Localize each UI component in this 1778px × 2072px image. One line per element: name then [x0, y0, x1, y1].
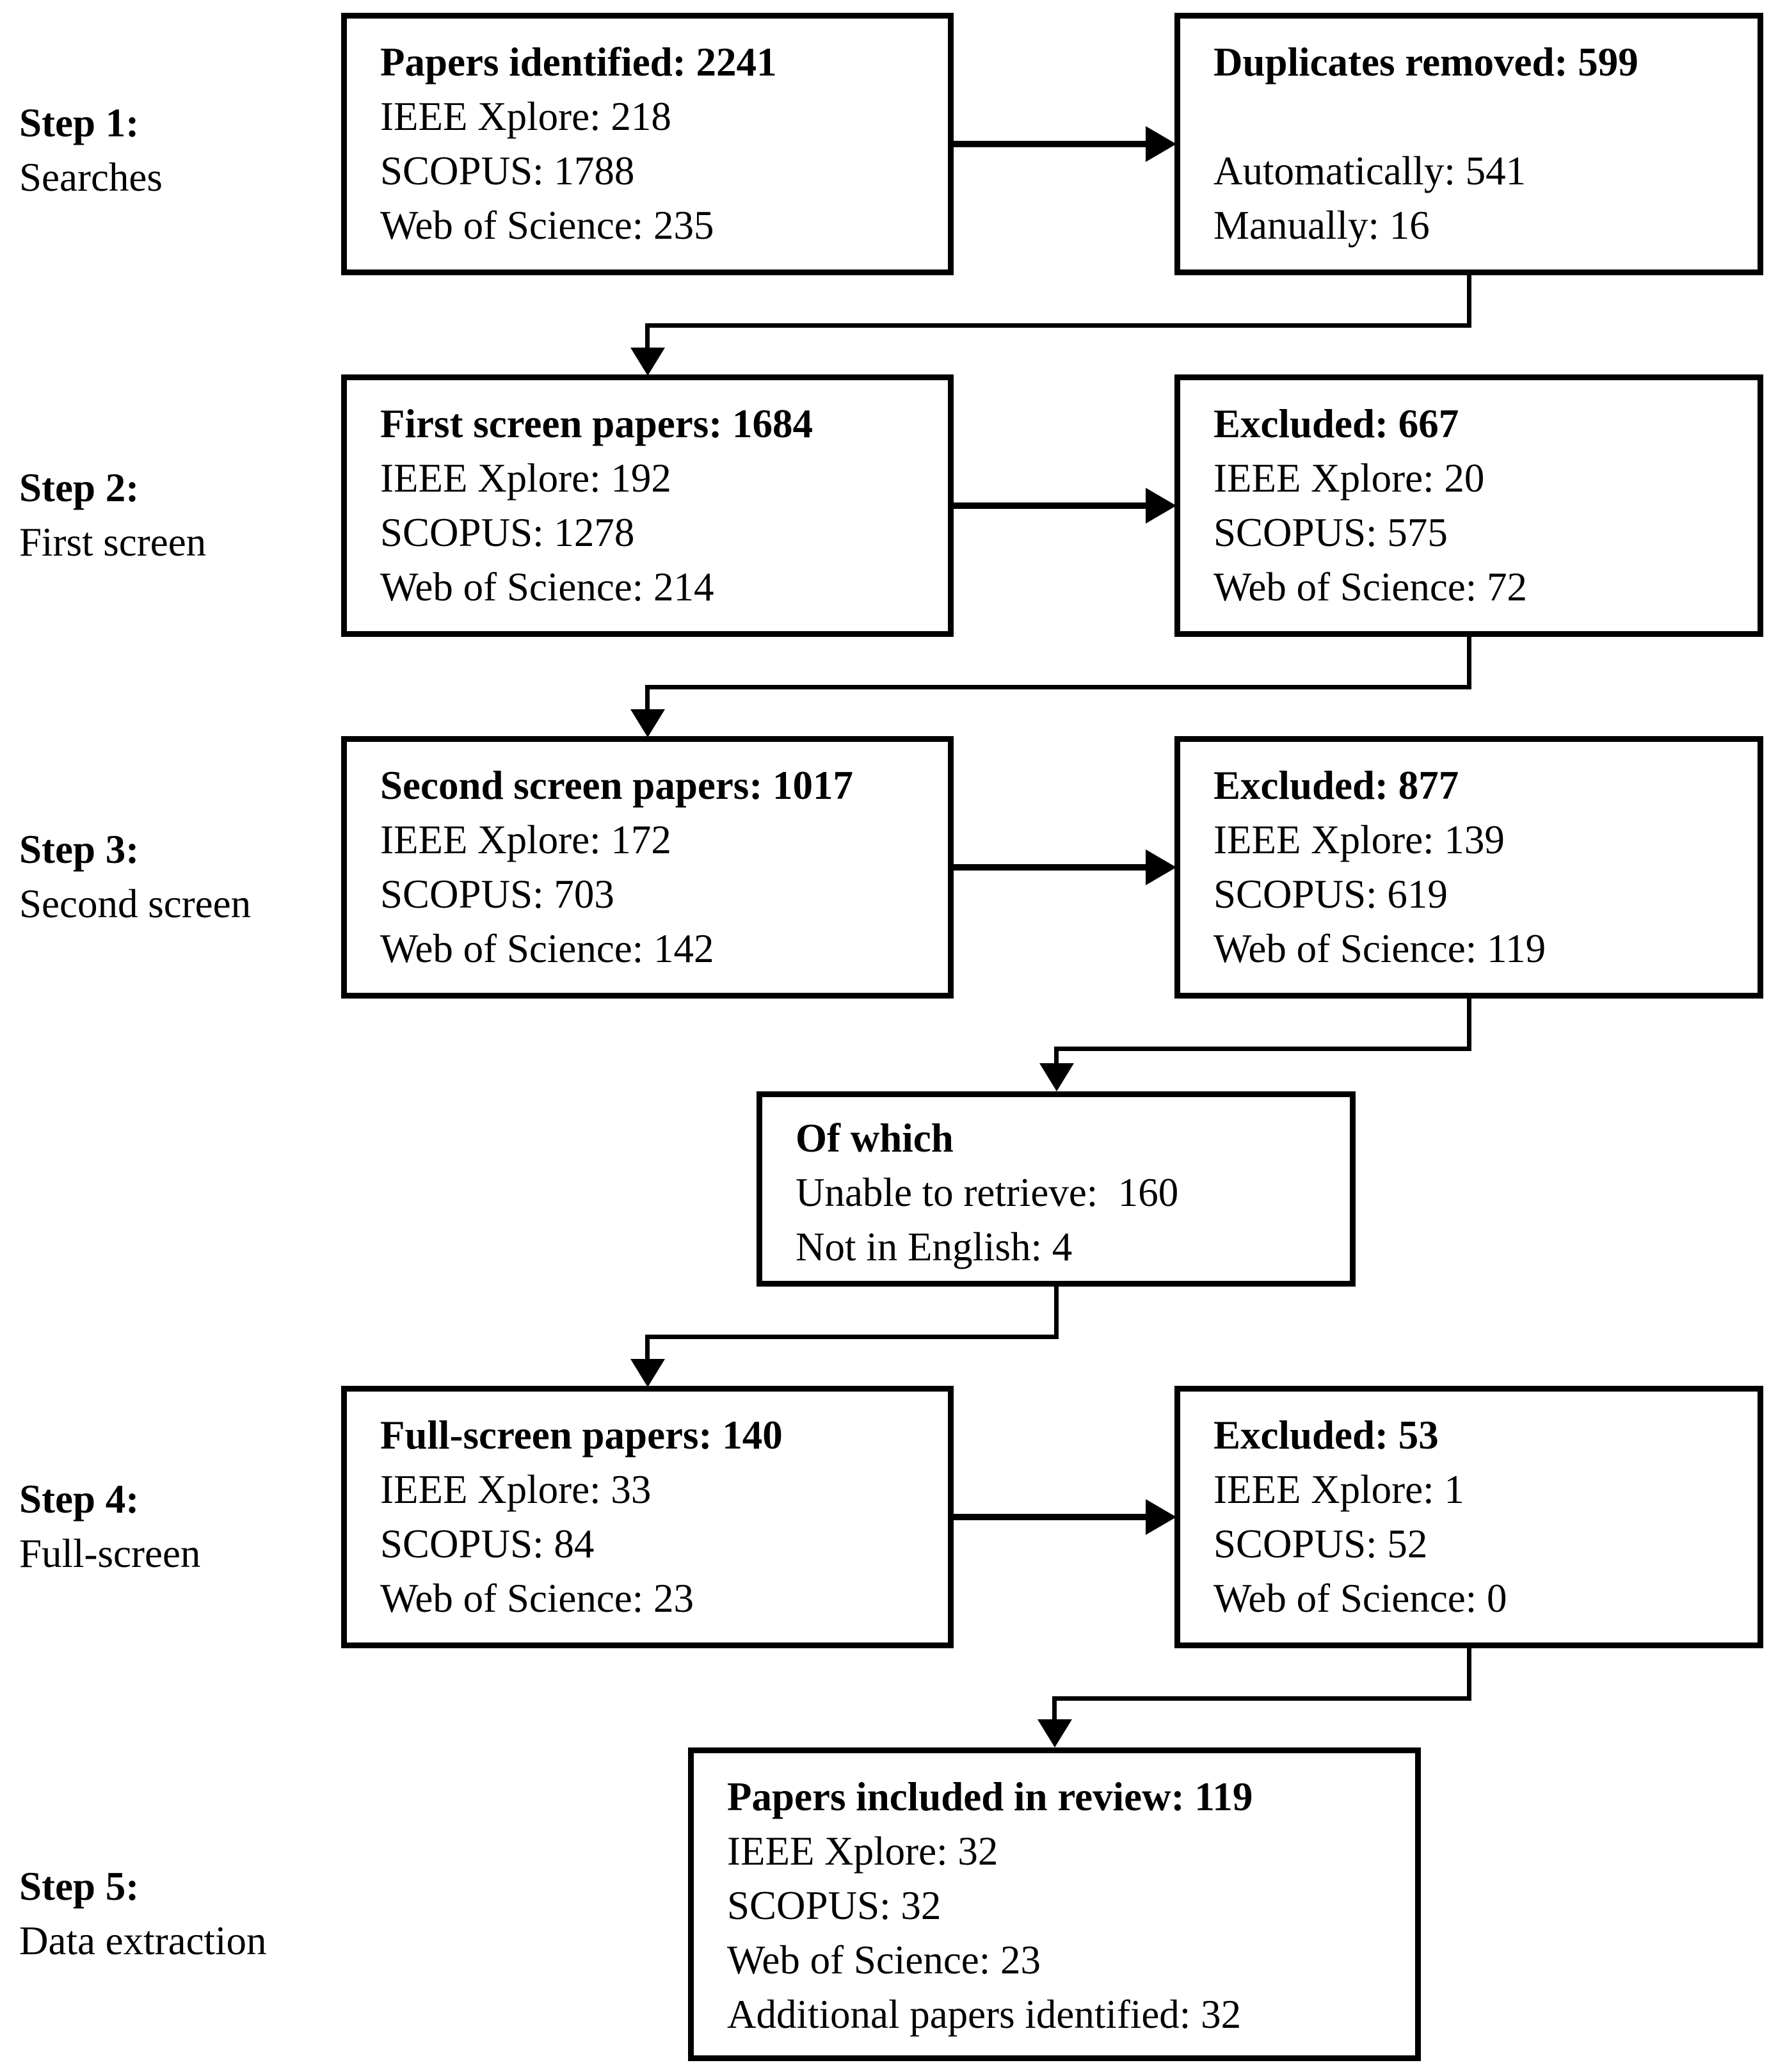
connector-excluded667-down-line — [1467, 637, 1471, 689]
box-item: SCOPUS: 84 — [380, 1522, 595, 1566]
box-second-screen: Second screen papers: 1017 IEEE Xplore: … — [341, 736, 954, 999]
connector-ofwhich-across-line — [645, 1335, 1059, 1339]
box-item: Web of Science: 119 — [1213, 926, 1546, 971]
box-item: IEEE Xplore: 20 — [1213, 456, 1485, 501]
box-item: SCOPUS: 32 — [727, 1883, 941, 1928]
arrowhead-down-icon — [630, 348, 665, 376]
box-item: Web of Science: 23 — [380, 1576, 694, 1621]
step-subtitle: Full-screen — [19, 1531, 201, 1576]
connector-ofwhich-entry-line — [645, 1339, 650, 1360]
step-title: Step 1: — [19, 100, 140, 145]
box-item: IEEE Xplore: 218 — [380, 94, 671, 139]
connector-excluded877-entry-line — [1054, 1051, 1059, 1064]
box-item: Additional papers identified: 32 — [727, 1992, 1242, 2037]
box-title: Duplicates removed: 599 — [1213, 40, 1638, 84]
box-item: IEEE Xplore: 1 — [1213, 1467, 1464, 1512]
connector-duplicates-down-line — [1467, 275, 1471, 328]
step-subtitle: First screen — [19, 520, 207, 565]
step-5-label: Step 5: Data extraction — [19, 1859, 352, 1968]
box-item: Web of Science: 214 — [380, 565, 714, 609]
box-item: Web of Science: 23 — [727, 1938, 1041, 1982]
box-item: SCOPUS: 619 — [1213, 872, 1448, 917]
box-item: IEEE Xplore: 192 — [380, 456, 671, 501]
connector-excluded667-entry-line — [645, 689, 650, 711]
box-item: SCOPUS: 1788 — [380, 149, 635, 193]
box-excluded-first-screen: Excluded: 667 IEEE Xplore: 20 SCOPUS: 57… — [1174, 374, 1763, 637]
step-2-label: Step 2: First screen — [19, 461, 352, 570]
connector-ofwhich-down-line — [1054, 1287, 1059, 1339]
connector-fullscreen-to-excluded-line — [954, 1514, 1149, 1520]
step-subtitle: Second screen — [19, 881, 252, 926]
connector-duplicates-across-line — [645, 323, 1471, 328]
connector-excluded53-down-line — [1467, 1648, 1471, 1701]
step-title: Step 2: — [19, 465, 140, 510]
box-of-which: Of which Unable to retrieve: 160 Not in … — [757, 1091, 1356, 1287]
box-item: SCOPUS: 1278 — [380, 510, 635, 555]
box-excluded-second-screen: Excluded: 877 IEEE Xplore: 139 SCOPUS: 6… — [1174, 736, 1763, 999]
box-item: Web of Science: 72 — [1213, 565, 1528, 609]
connector-excluded877-across-line — [1054, 1047, 1471, 1051]
box-item: SCOPUS: 703 — [380, 872, 614, 917]
connector-secondscreen-to-excluded-line — [954, 864, 1149, 871]
arrowhead-right-icon — [1146, 849, 1176, 885]
step-subtitle: Data extraction — [19, 1918, 267, 1963]
box-item: IEEE Xplore: 172 — [380, 817, 671, 862]
box-full-screen: Full-screen papers: 140 IEEE Xplore: 33 … — [341, 1386, 954, 1648]
box-item: IEEE Xplore: 32 — [727, 1829, 998, 1874]
box-item: Unable to retrieve: 160 — [796, 1170, 1179, 1215]
arrowhead-down-icon — [630, 1359, 665, 1387]
box-item: Not in English: 4 — [796, 1225, 1073, 1269]
arrowhead-down-icon — [1037, 1719, 1072, 1747]
step-subtitle: Searches — [19, 155, 163, 200]
step-3-label: Step 3: Second screen — [19, 823, 352, 931]
box-item: Manually: 16 — [1213, 203, 1430, 248]
box-included-in-review: Papers included in review: 119 IEEE Xplo… — [688, 1747, 1421, 2061]
step-title: Step 4: — [19, 1477, 140, 1522]
connector-excluded667-across-line — [645, 685, 1471, 689]
step-title: Step 5: — [19, 1864, 140, 1909]
box-title: Papers included in review: 119 — [727, 1774, 1253, 1819]
box-title: Excluded: 877 — [1213, 763, 1459, 808]
box-item: Automatically: 541 — [1213, 149, 1526, 193]
arrowhead-right-icon — [1146, 488, 1176, 524]
box-item: SCOPUS: 52 — [1213, 1522, 1428, 1566]
step-1-label: Step 1: Searches — [19, 96, 352, 205]
connector-duplicates-entry-line — [645, 328, 650, 349]
arrowhead-down-icon — [630, 709, 665, 737]
box-title: Full-screen papers: 140 — [380, 1413, 783, 1458]
box-title: Second screen papers: 1017 — [380, 763, 854, 808]
arrowhead-down-icon — [1039, 1063, 1074, 1091]
box-excluded-full-screen: Excluded: 53 IEEE Xplore: 1 SCOPUS: 52 W… — [1174, 1386, 1763, 1648]
box-title: Of which — [796, 1116, 954, 1160]
connector-firstscreen-to-excluded-line — [954, 502, 1149, 509]
box-duplicates-removed: Duplicates removed: 599 Automatically: 5… — [1174, 13, 1763, 275]
box-title: Papers identified: 2241 — [380, 40, 777, 84]
box-item: Web of Science: 142 — [380, 926, 714, 971]
connector-identified-to-duplicates-line — [954, 141, 1149, 147]
box-item-blank — [1213, 90, 1745, 144]
box-item: Web of Science: 0 — [1213, 1576, 1507, 1621]
step-title: Step 3: — [19, 827, 140, 872]
box-item: IEEE Xplore: 139 — [1213, 817, 1505, 862]
arrowhead-right-icon — [1146, 1499, 1176, 1535]
box-papers-identified: Papers identified: 2241 IEEE Xplore: 218… — [341, 13, 954, 275]
box-item: IEEE Xplore: 33 — [380, 1467, 652, 1512]
box-first-screen: First screen papers: 1684 IEEE Xplore: 1… — [341, 374, 954, 637]
arrowhead-right-icon — [1146, 126, 1176, 162]
connector-excluded53-entry-line — [1052, 1701, 1057, 1721]
connector-excluded53-across-line — [1052, 1696, 1471, 1701]
box-item: SCOPUS: 575 — [1213, 510, 1448, 555]
box-title: Excluded: 53 — [1213, 1413, 1439, 1458]
box-title: First screen papers: 1684 — [380, 401, 813, 446]
box-title: Excluded: 667 — [1213, 401, 1459, 446]
box-item: Web of Science: 235 — [380, 203, 714, 248]
connector-excluded877-down-line — [1467, 999, 1471, 1051]
step-4-label: Step 4: Full-screen — [19, 1472, 352, 1581]
